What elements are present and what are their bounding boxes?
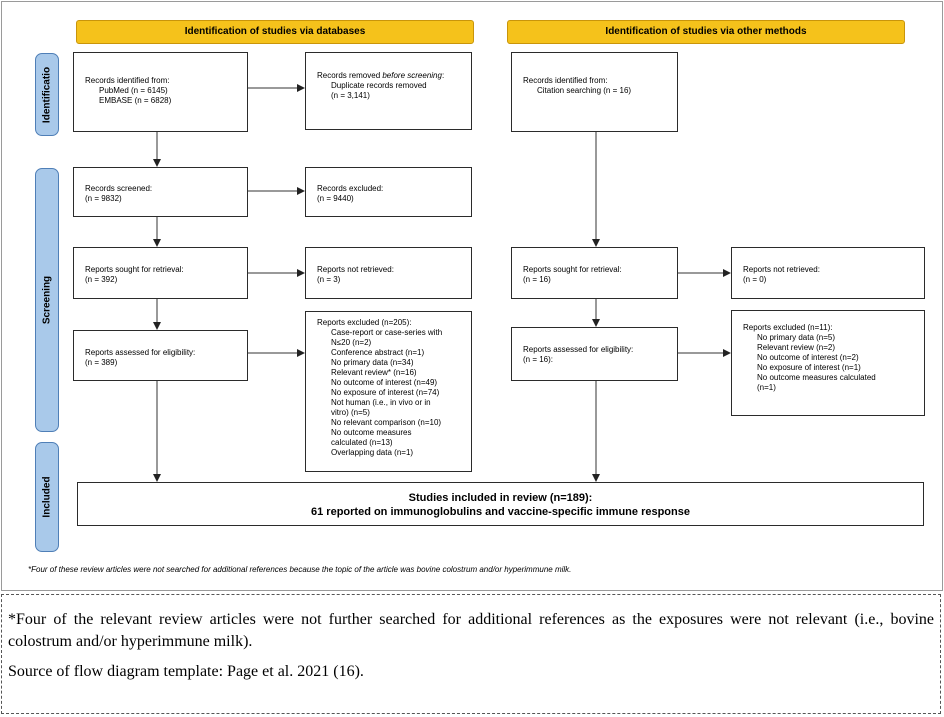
box-reports-sought: Reports sought for retrieval: (n = 392) [73,247,248,299]
box-records-removed: Records removed before screening: Duplic… [305,52,472,130]
records-screened-count: (n = 9832) [85,194,122,203]
box-other-reports-sought: Reports sought for retrieval: (n = 16) [511,247,678,299]
other-reports-excluded-item: No outcome measures calculated [757,373,876,382]
box-studies-included: Studies included in review (n=189): 61 r… [77,482,924,526]
other-reports-excluded-title: Reports excluded (n=11): [743,323,833,332]
other-records-identified-title: Records identified from: [523,76,608,85]
header-databases: Identification of studies via databases [76,20,474,44]
other-reports-not-retrieved-title: Reports not retrieved: [743,265,820,274]
reports-excluded-item: No outcome of interest (n=49) [331,378,438,387]
other-reports-sought-count: (n = 16) [523,275,551,284]
figure-footnote: *Four of these review articles were not … [28,565,572,574]
reports-excluded-item: Not human (i.e., in vivo or in [331,398,431,407]
records-removed-duplicates: Duplicate records removed [331,81,427,90]
other-reports-assessed-count: (n = 16): [523,355,554,364]
reports-assessed-title: Reports assessed for eligibility: [85,348,196,357]
other-reports-excluded-item: No primary data (n=5) [757,333,836,342]
records-removed-count: (n = 3,141) [331,91,370,100]
other-reports-excluded-item: (n=1) [757,383,776,392]
flow-arrows [153,84,731,482]
box-other-reports-assessed: Reports assessed for eligibility: (n = 1… [511,327,678,381]
header-other-methods: Identification of studies via other meth… [507,20,905,44]
records-removed-suffix: : [441,71,445,80]
box-reports-not-retrieved: Reports not retrieved: (n = 3) [305,247,472,299]
stage-identification-label: Identificatio [41,66,53,123]
reports-excluded-item: vitro) (n=5) [331,408,370,417]
records-identified-pubmed: PubMed (n = 6145) [99,86,168,95]
reports-excluded-title: Reports excluded (n=205): [317,318,412,327]
reports-not-retrieved-count: (n = 3) [317,275,341,284]
records-removed-prefix: Records removed [317,71,383,80]
box-other-reports-not-retrieved: Reports not retrieved: (n = 0) [731,247,925,299]
note-paragraph-relevance: *Four of the relevant review articles we… [8,611,934,650]
reports-excluded-item: No primary data (n=34) [331,358,414,367]
reports-excluded-item: No outcome measures [331,428,412,437]
reports-excluded-item: Relevant review* (n=16) [331,368,417,377]
reports-excluded-item: No exposure of interest (n=74) [331,388,440,397]
other-records-identified-citation: Citation searching (n = 16) [537,86,632,95]
prisma-flow-diagram: Identification of studies via databases … [1,1,943,591]
box-records-screened: Records screened: (n = 9832) [73,167,248,217]
caption-note: *Four of the relevant review articles we… [1,594,941,714]
stage-included: Included [35,442,59,552]
records-removed-title: Records removed before screening: [317,71,471,81]
stage-screening: Screening [35,168,59,432]
stage-included-label: Included [41,476,53,518]
reports-excluded-item: No relevant comparison (n=10) [331,418,442,427]
studies-included-count: Studies included in review (n=189): [408,492,593,504]
records-identified-title: Records identified from: [85,76,170,85]
box-reports-excluded: Reports excluded (n=205): Case-report or… [305,311,472,472]
studies-included-detail: 61 reported on immunoglobulins and vacci… [311,506,690,518]
other-reports-assessed-title: Reports assessed for eligibility: [523,345,634,354]
other-reports-sought-title: Reports sought for retrieval: [523,265,622,274]
other-reports-excluded-item: Relevant review (n=2) [757,343,836,352]
box-reports-assessed: Reports assessed for eligibility: (n = 3… [73,330,248,381]
note-paragraph-source: Source of flow diagram template: Page et… [8,663,364,680]
reports-assessed-count: (n = 389) [85,358,118,367]
stage-identification: Identificatio [35,53,59,136]
reports-excluded-item: Case-report or case-series with [331,328,443,337]
box-records-identified: Records identified from: PubMed (n = 614… [73,52,248,132]
stage-screening-label: Screening [41,275,53,325]
records-screened-title: Records screened: [85,184,153,193]
reports-excluded-item: Overlapping data (n=1) [331,448,414,457]
reports-not-retrieved-title: Reports not retrieved: [317,265,394,274]
reports-excluded-item: Conference abstract (n=1) [331,348,425,357]
box-other-records-identified: Records identified from: Citation search… [511,52,678,132]
records-excluded-title: Records excluded: [317,184,384,193]
other-reports-not-retrieved-count: (n = 0) [743,275,767,284]
reports-sought-count: (n = 392) [85,275,118,284]
records-removed-emphasis: before screening [382,71,442,80]
box-records-excluded: Records excluded: (n = 9440) [305,167,472,217]
other-reports-excluded-item: No exposure of interest (n=1) [757,363,861,372]
reports-excluded-item: calculated (n=13) [331,438,393,447]
records-identified-embase: EMBASE (n = 6828) [99,96,172,105]
other-reports-excluded-item: No outcome of interest (n=2) [757,353,859,362]
reports-excluded-item: N≤20 (n=2) [331,338,372,347]
box-other-reports-excluded: Reports excluded (n=11): No primary data… [731,310,925,416]
records-excluded-count: (n = 9440) [317,194,354,203]
reports-sought-title: Reports sought for retrieval: [85,265,184,274]
